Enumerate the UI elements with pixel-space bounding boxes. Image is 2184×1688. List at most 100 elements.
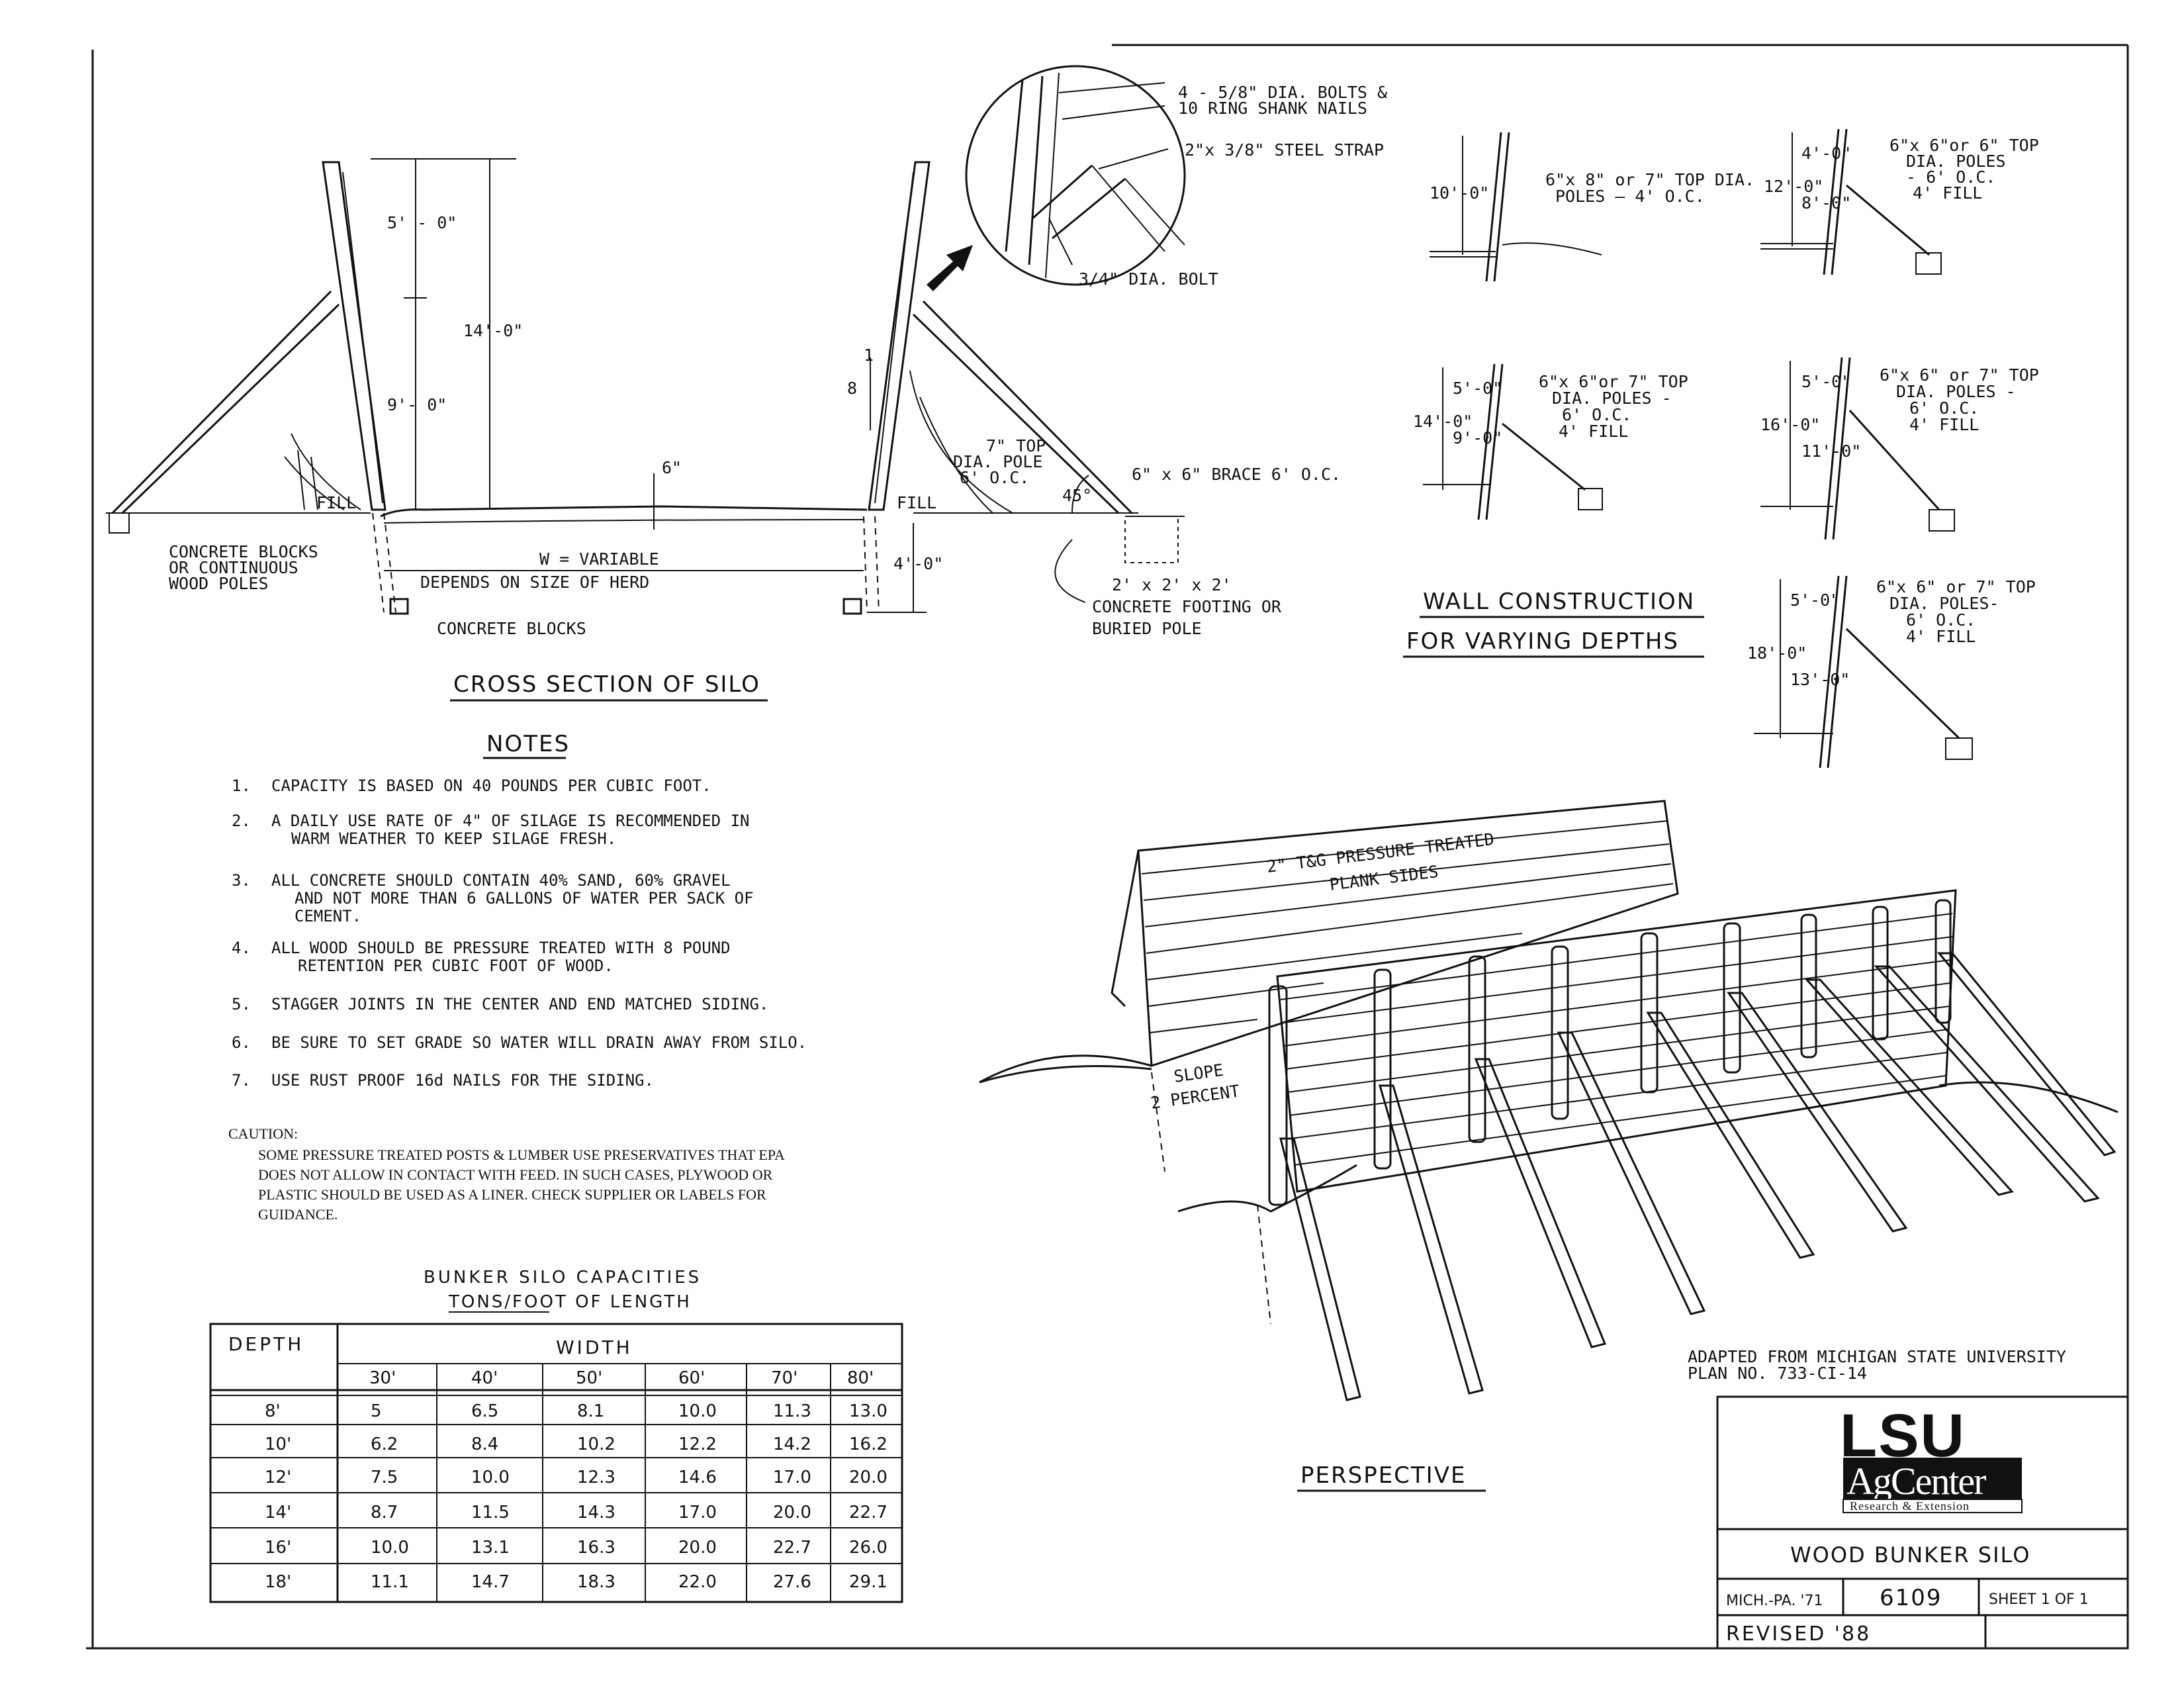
blocks-or-poles-2: OR CONTINUOUS bbox=[169, 558, 298, 577]
fill-label-left: FILL bbox=[316, 493, 356, 512]
wall5-dim-1: 5'-0" bbox=[1790, 590, 1840, 610]
note-6-num: 6. bbox=[232, 1033, 251, 1052]
logo-sub: Research & Extension bbox=[1850, 1499, 1970, 1513]
wall2-text-4: 4' FILL bbox=[1913, 183, 1982, 203]
capacity-cell: 8.7 bbox=[371, 1503, 398, 1523]
wall-construction-sketches: 10'-0" 6"x 8" or 7" TOP DIA. POLES — 4' … bbox=[1403, 128, 2039, 769]
drawing-number: 6109 bbox=[1880, 1585, 1942, 1611]
capacity-cell: 22.7 bbox=[773, 1538, 811, 1558]
dim-5ft: 5' - 0" bbox=[387, 213, 457, 232]
note-3-line-2: AND NOT MORE THAN 6 GALLONS OF WATER PER… bbox=[295, 889, 754, 908]
caution-line-2: DOES NOT ALLOW IN CONTACT WITH FEED. IN … bbox=[258, 1166, 773, 1183]
wall2-text-3: - 6' O.C. bbox=[1906, 167, 1995, 187]
drawing-title: WOOD BUNKER SILO bbox=[1790, 1542, 2030, 1568]
note-3-num: 3. bbox=[232, 871, 251, 890]
capacity-cell: 11.3 bbox=[773, 1401, 811, 1421]
wall2-text-2: DIA. POLES bbox=[1906, 152, 2006, 171]
note-4-num: 4. bbox=[232, 939, 251, 957]
table-title: BUNKER SILO CAPACITIES bbox=[424, 1268, 702, 1288]
dim-14ft: 14'-0" bbox=[463, 321, 523, 340]
fill-label-right: FILL bbox=[897, 493, 936, 512]
note-4-line-1: ALL WOOD SHOULD BE PRESSURE TREATED WITH… bbox=[271, 939, 731, 957]
capacity-cell: 14.3 bbox=[577, 1503, 615, 1523]
wall5-text-4: 4' FILL bbox=[1906, 627, 1976, 646]
note-2-line-1: A DAILY USE RATE OF 4" OF SILAGE IS RECO… bbox=[271, 812, 749, 830]
wall5-text-3: 6' O.C. bbox=[1906, 610, 1976, 630]
notes-title: NOTES bbox=[486, 731, 570, 757]
depth-cell: 12' bbox=[265, 1468, 291, 1487]
top-pole-3: 6' O.C. bbox=[960, 468, 1029, 487]
capacity-cell: 17.0 bbox=[773, 1468, 811, 1487]
dim-1: 1 bbox=[864, 346, 874, 365]
capacity-cell: 16.2 bbox=[849, 1434, 887, 1454]
wall-construction-title-1: WALL CONSTRUCTION bbox=[1423, 588, 1695, 615]
logo-mid: AgCenter bbox=[1846, 1460, 1986, 1503]
cross-section-title: CROSS SECTION OF SILO bbox=[453, 671, 760, 698]
footing-1: 2' x 2' x 2' bbox=[1112, 575, 1232, 594]
capacity-cell: 26.0 bbox=[849, 1538, 887, 1558]
lsu-agcenter-logo: LSU AgCenter Research & Extension bbox=[1840, 1402, 2023, 1513]
caution-line-1: SOME PRESSURE TREATED POSTS & LUMBER USE… bbox=[258, 1147, 785, 1163]
capacity-cell: 8.1 bbox=[577, 1401, 604, 1421]
detail-strap: 2"x 3/8" STEEL STRAP bbox=[1185, 140, 1384, 160]
wall2-dim-2: 12'-0" bbox=[1764, 177, 1823, 196]
wall4-dim-3: 11'-0" bbox=[1801, 442, 1861, 461]
width-30: 30' bbox=[369, 1368, 396, 1388]
capacity-cell: 14.7 bbox=[471, 1572, 510, 1592]
capacity-cell: 22.0 bbox=[678, 1572, 717, 1592]
wall4-dim-2: 16'-0" bbox=[1760, 415, 1820, 434]
depends-label: DEPENDS ON SIZE OF HERD bbox=[420, 573, 649, 592]
wall2-dim-3: 8'-0" bbox=[1801, 193, 1851, 212]
capacity-cell: 10.0 bbox=[371, 1538, 409, 1558]
concrete-blocks-label: CONCRETE BLOCKS bbox=[437, 619, 586, 638]
capacity-cell: 13.1 bbox=[471, 1538, 510, 1558]
cross-section-drawing bbox=[106, 158, 1185, 615]
front-wall-planks bbox=[1280, 913, 1953, 1166]
caution-title: CAUTION: bbox=[228, 1125, 298, 1142]
wall-sketch-14ft: 5'-0" 14'-0" 9'-0" 6"x 6"or 7" TOP DIA. … bbox=[1413, 363, 1688, 520]
note-2-line-2: WARM WEATHER TO KEEP SILAGE FRESH. bbox=[291, 829, 616, 848]
capacity-cell: 20.0 bbox=[773, 1503, 811, 1523]
back-wall-planks bbox=[1141, 820, 1674, 1033]
capacity-cell: 10.0 bbox=[678, 1401, 717, 1421]
capacity-cell: 17.0 bbox=[678, 1503, 717, 1523]
wall3-dim-1: 5'-0" bbox=[1453, 379, 1502, 398]
note-7-num: 7. bbox=[232, 1071, 251, 1090]
wall1-text-2: POLES — 4' O.C. bbox=[1555, 187, 1705, 206]
top-pole-2: DIA. POLE bbox=[953, 452, 1042, 471]
note-3-line-3: CEMENT. bbox=[295, 907, 361, 925]
wall5-text-2: DIA. POLES- bbox=[1889, 594, 1999, 613]
wall5-dim-3: 13'-0" bbox=[1790, 670, 1850, 689]
capacity-cell: 11.1 bbox=[371, 1572, 409, 1592]
dim-4ft: 4'-0" bbox=[893, 554, 943, 573]
capacity-cell: 6.2 bbox=[371, 1434, 398, 1454]
note-4-line-2: RETENTION PER CUBIC FOOT OF WOOD. bbox=[298, 957, 614, 975]
table-subtitle: TONS/FOOT OF LENGTH bbox=[448, 1292, 692, 1312]
wall-sketch-16ft: 5'-0" 16'-0" 11'-0" 6"x 6" or 7" TOP DIA… bbox=[1760, 357, 2039, 540]
capacity-cell: 29.1 bbox=[849, 1572, 887, 1592]
table-subtitle-rest: OF LENGTH bbox=[568, 1292, 692, 1312]
caution-line-3: PLASTIC SHOULD BE USED AS A LINER. CHECK… bbox=[258, 1186, 766, 1203]
capacity-cell: 8.4 bbox=[471, 1434, 498, 1454]
footing-3: BURIED POLE bbox=[1092, 619, 1202, 638]
capacity-cell: 6.5 bbox=[471, 1401, 498, 1421]
detail-bolts-2: 10 RING SHANK NAILS bbox=[1178, 99, 1367, 118]
wall3-text-1: 6"x 6"or 7" TOP bbox=[1539, 372, 1688, 391]
capacity-cell: 5 bbox=[371, 1401, 382, 1421]
wall-sketch-10ft: 10'-0" 6"x 8" or 7" TOP DIA. POLES — 4' … bbox=[1430, 132, 1754, 282]
brace-label: 6" x 6" BRACE 6' O.C. bbox=[1132, 465, 1341, 484]
slope-label-2: 2 PERCENT bbox=[1150, 1081, 1241, 1113]
capacity-cell: 11.5 bbox=[471, 1503, 510, 1523]
wall3-text-4: 4' FILL bbox=[1559, 422, 1628, 441]
wall1-dim: 10'-0" bbox=[1430, 183, 1489, 203]
width-variable-label: W = VARIABLE bbox=[539, 549, 659, 569]
depth-cell: 14' bbox=[265, 1503, 291, 1523]
wall1-text-1: 6"x 8" or 7" TOP DIA. bbox=[1545, 170, 1754, 189]
depth-header: DEPTH bbox=[228, 1333, 304, 1355]
footing-2: CONCRETE FOOTING OR bbox=[1092, 597, 1282, 616]
capacity-cell: 13.0 bbox=[849, 1401, 887, 1421]
width-50: 50' bbox=[576, 1368, 602, 1388]
depth-cell: 10' bbox=[265, 1434, 291, 1454]
capacity-cell: 12.3 bbox=[577, 1468, 615, 1487]
